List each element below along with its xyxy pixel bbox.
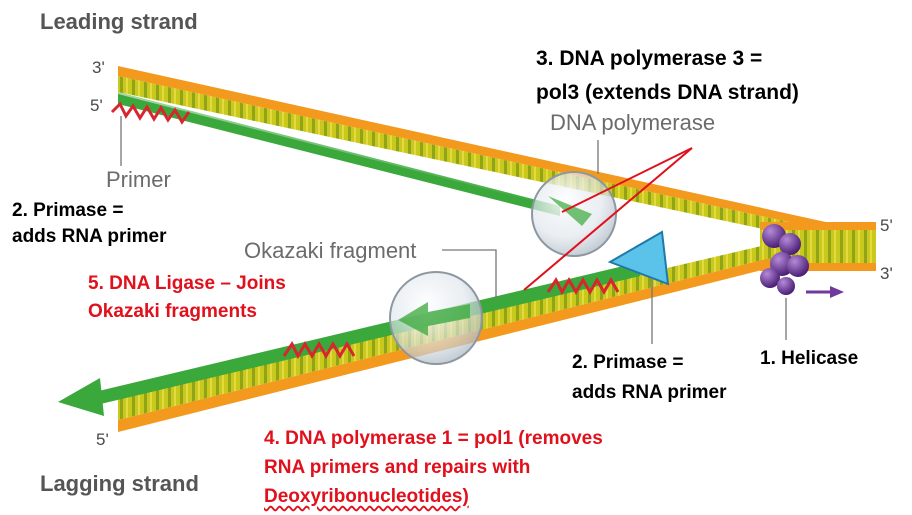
lagging-rna-primer-2 xyxy=(546,277,620,296)
pol1-line-2: RNA primers and repairs with xyxy=(264,457,531,478)
primase-wedge xyxy=(607,230,670,286)
leading-rna-primer xyxy=(110,101,191,125)
right-5prime-label: 5' xyxy=(880,216,893,235)
ligase-line-1: 5. DNA Ligase – Joins xyxy=(88,273,286,294)
primase-left-line-2: adds RNA primer xyxy=(12,226,167,247)
pol3-pointer-2 xyxy=(523,147,693,291)
dna-polymerase-label: DNA polymerase xyxy=(550,110,716,135)
leading-template-backbone xyxy=(118,66,862,238)
leading-strand-duplex xyxy=(110,66,862,250)
pol3-pointer-1 xyxy=(561,147,693,213)
okazaki-fragment-label: Okazaki fragment xyxy=(244,238,417,263)
pol3-annotation: 3. DNA polymerase 3 = pol3 (extends DNA … xyxy=(532,40,850,112)
primase-right-annotation: 2. Primase = adds RNA primer xyxy=(566,344,764,412)
parental-top-backbone xyxy=(760,222,876,230)
lagging-rna-primer-1 xyxy=(282,341,356,360)
top-5prime-label: 5' xyxy=(90,96,103,115)
helicase-annotation: 1. Helicase xyxy=(754,340,884,378)
leading-new-strand xyxy=(118,92,560,216)
primase-right-line-1: 2. Primase = xyxy=(572,352,684,373)
helicase-line: 1. Helicase xyxy=(760,348,859,369)
pol3-line-2: pol3 (extends DNA strand) xyxy=(536,81,799,104)
leading-base-pairs xyxy=(118,76,862,250)
pol1-line-3: Deoxyribonucleotides) xyxy=(264,486,469,507)
right-3prime-label: 3' xyxy=(880,264,893,283)
top-3prime-label: 3' xyxy=(92,58,105,77)
primer-label: Primer xyxy=(106,167,171,192)
ligase-annotation: 5. DNA Ligase – Joins Okazaki fragments xyxy=(84,268,316,328)
parental-bottom-backbone xyxy=(760,263,876,271)
pol1-line-1: 4. DNA polymerase 1 = pol1 (removes xyxy=(264,428,603,449)
lagging-direction-arrowhead xyxy=(58,378,104,416)
primase-left-annotation: 2. Primase = adds RNA primer xyxy=(6,194,210,254)
leading-polymerase xyxy=(531,171,617,257)
ligase-line-2: Okazaki fragments xyxy=(88,301,257,322)
primase-left-line-1: 2. Primase = xyxy=(12,200,124,221)
helicase-complex xyxy=(760,224,844,298)
pol1-annotation: 4. DNA polymerase 1 = pol1 (removes RNA … xyxy=(262,422,656,513)
leading-strand-title: Leading strand xyxy=(40,9,198,34)
lagging-okazaki-strand xyxy=(86,262,640,406)
okazaki-leader-line xyxy=(442,249,497,300)
lagging-polymerase xyxy=(389,271,483,365)
lagging-strand-title: Lagging strand xyxy=(40,471,199,496)
primase-right-line-2: adds RNA primer xyxy=(572,382,727,403)
lagging-5prime-label: 5' xyxy=(96,430,109,449)
pol3-line-1: 3. DNA polymerase 3 = xyxy=(536,47,763,70)
